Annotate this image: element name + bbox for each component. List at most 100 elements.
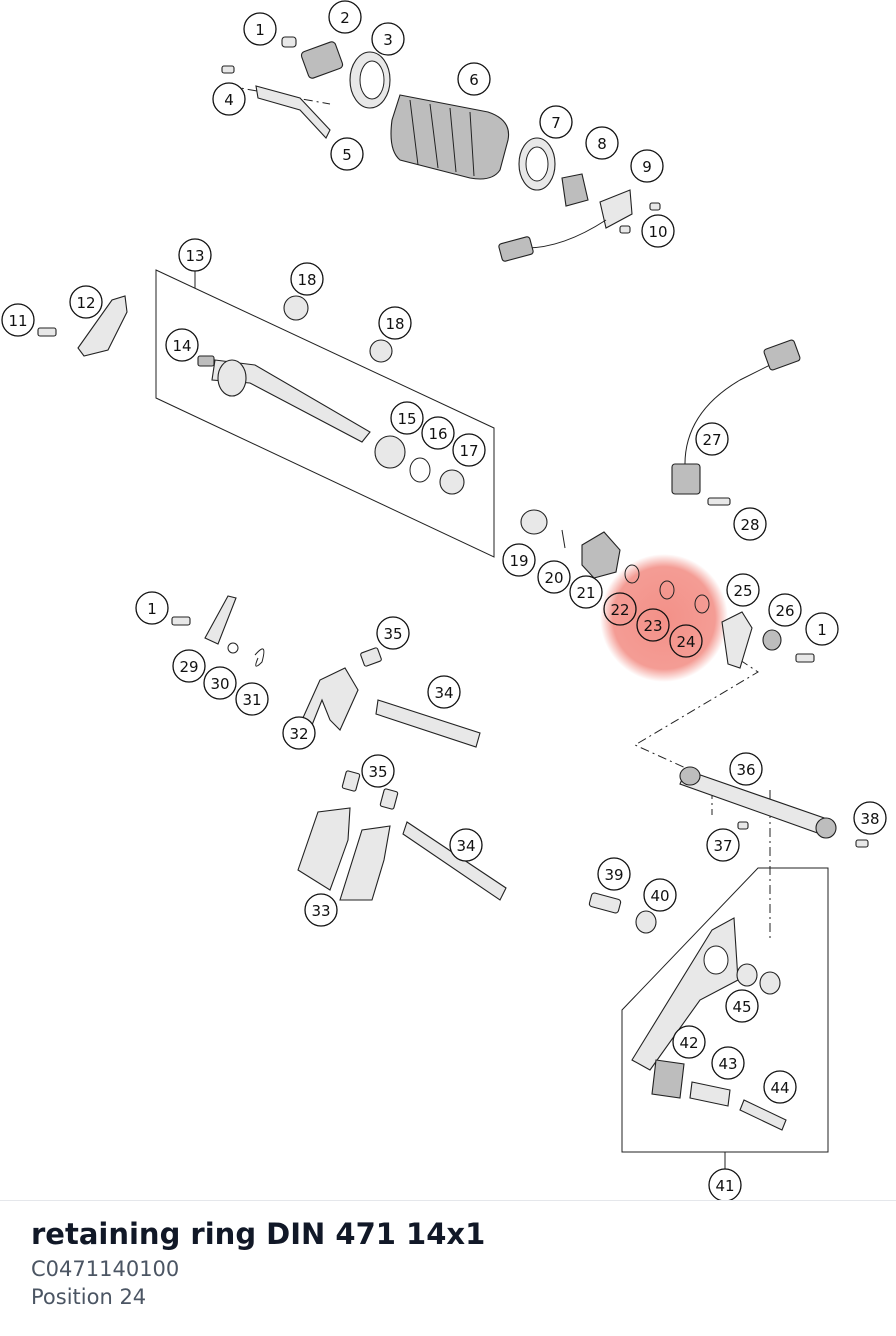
callout-label: 32 — [289, 725, 308, 743]
exploded-parts-diagram: 1234567891011121314181815161719202122232… — [1, 0, 887, 1200]
callout-19[interactable]: 19 — [502, 543, 536, 577]
callout-24[interactable]: 24 — [669, 624, 703, 658]
callout-35[interactable]: 35 — [361, 754, 395, 788]
callout-label: 1 — [255, 21, 265, 39]
callout-44[interactable]: 44 — [763, 1070, 797, 1104]
callout-33[interactable]: 33 — [304, 893, 338, 927]
shift-drum-parts — [221, 36, 661, 262]
callout-41[interactable]: 41 — [708, 1168, 742, 1200]
callout-label: 1 — [817, 621, 827, 639]
callout-label: 18 — [297, 271, 316, 289]
callout-label: 20 — [544, 569, 563, 587]
callout-label: 12 — [76, 294, 95, 312]
part-info-footer: retaining ring DIN 471 14x1 C0471140100 … — [0, 1200, 896, 1336]
callout-36[interactable]: 36 — [729, 752, 763, 786]
part-number: C0471140100 — [31, 1257, 180, 1281]
callout-4[interactable]: 4 — [212, 82, 246, 116]
callout-label: 4 — [224, 91, 234, 109]
callout-14[interactable]: 14 — [165, 328, 199, 362]
callout-12[interactable]: 12 — [69, 285, 103, 319]
callout-35[interactable]: 35 — [376, 616, 410, 650]
callout-34[interactable]: 34 — [449, 828, 483, 862]
callout-43[interactable]: 43 — [711, 1046, 745, 1080]
callout-label: 6 — [469, 71, 479, 89]
callout-label: 3 — [383, 31, 393, 49]
callout-label: 33 — [311, 902, 330, 920]
callout-label: 7 — [551, 114, 561, 132]
callout-23[interactable]: 23 — [636, 608, 670, 642]
callout-38[interactable]: 38 — [853, 801, 887, 835]
shift-mechanism-parts — [520, 339, 815, 669]
callout-2[interactable]: 2 — [328, 0, 362, 34]
callout-label: 26 — [775, 602, 794, 620]
callout-label: 28 — [740, 516, 759, 534]
part-position: Position 24 — [31, 1285, 147, 1309]
callout-label: 16 — [428, 425, 447, 443]
callout-32[interactable]: 32 — [282, 716, 316, 750]
callout-label: 15 — [397, 410, 416, 428]
callout-11[interactable]: 11 — [1, 303, 35, 337]
callout-42[interactable]: 42 — [672, 1025, 706, 1059]
callout-label: 5 — [342, 146, 352, 164]
callout-3[interactable]: 3 — [371, 22, 405, 56]
callout-17[interactable]: 17 — [452, 433, 486, 467]
callout-label: 34 — [456, 837, 475, 855]
callout-40[interactable]: 40 — [643, 878, 677, 912]
callout-27[interactable]: 27 — [695, 422, 729, 456]
callout-5[interactable]: 5 — [330, 137, 364, 171]
callout-26[interactable]: 26 — [768, 593, 802, 627]
callout-20[interactable]: 20 — [537, 560, 571, 594]
callout-label: 41 — [715, 1177, 734, 1195]
callout-13[interactable]: 13 — [178, 238, 212, 272]
callout-label: 17 — [459, 442, 478, 460]
callout-label: 27 — [702, 431, 721, 449]
callout-1[interactable]: 1 — [135, 591, 169, 625]
callout-label: 45 — [732, 998, 751, 1016]
callout-18[interactable]: 18 — [378, 306, 412, 340]
callout-21[interactable]: 21 — [569, 575, 603, 609]
callout-label: 43 — [718, 1055, 737, 1073]
callouts: 1234567891011121314181815161719202122232… — [1, 0, 887, 1200]
shift-lever-group-frame — [621, 867, 829, 1153]
callout-label: 35 — [368, 763, 387, 781]
callout-label: 39 — [604, 866, 623, 884]
callout-6[interactable]: 6 — [457, 62, 491, 96]
callout-37[interactable]: 37 — [706, 828, 740, 862]
callout-7[interactable]: 7 — [539, 105, 573, 139]
callout-9[interactable]: 9 — [630, 149, 664, 183]
callout-label: 2 — [340, 9, 350, 27]
callout-1[interactable]: 1 — [805, 612, 839, 646]
callout-label: 35 — [383, 625, 402, 643]
callout-25[interactable]: 25 — [726, 573, 760, 607]
callout-28[interactable]: 28 — [733, 507, 767, 541]
callout-39[interactable]: 39 — [597, 857, 631, 891]
callout-label: 24 — [676, 633, 695, 651]
part-name: retaining ring DIN 471 14x1 — [31, 1217, 486, 1251]
callout-34[interactable]: 34 — [427, 675, 461, 709]
callout-label: 22 — [610, 601, 629, 619]
callout-label: 11 — [8, 312, 27, 330]
selected-part-highlight — [600, 554, 728, 682]
callout-1[interactable]: 1 — [243, 12, 277, 46]
callout-29[interactable]: 29 — [172, 649, 206, 683]
shift-shaft-group-frame — [155, 269, 495, 558]
callout-label: 34 — [434, 684, 453, 702]
callout-45[interactable]: 45 — [725, 989, 759, 1023]
callout-label: 38 — [860, 810, 879, 828]
callout-label: 18 — [385, 315, 404, 333]
callout-15[interactable]: 15 — [390, 401, 424, 435]
callout-16[interactable]: 16 — [421, 416, 455, 450]
callout-10[interactable]: 10 — [641, 214, 675, 248]
callout-label: 30 — [210, 675, 229, 693]
callout-label: 36 — [736, 761, 755, 779]
callout-label: 21 — [576, 584, 595, 602]
callout-30[interactable]: 30 — [203, 666, 237, 700]
callout-label: 23 — [643, 617, 662, 635]
callout-22[interactable]: 22 — [603, 592, 637, 626]
callout-31[interactable]: 31 — [235, 682, 269, 716]
callout-label: 40 — [650, 887, 669, 905]
callout-label: 1 — [147, 600, 157, 618]
callout-8[interactable]: 8 — [585, 126, 619, 160]
callout-18[interactable]: 18 — [290, 262, 324, 296]
shift-shaft-parts — [37, 295, 465, 495]
